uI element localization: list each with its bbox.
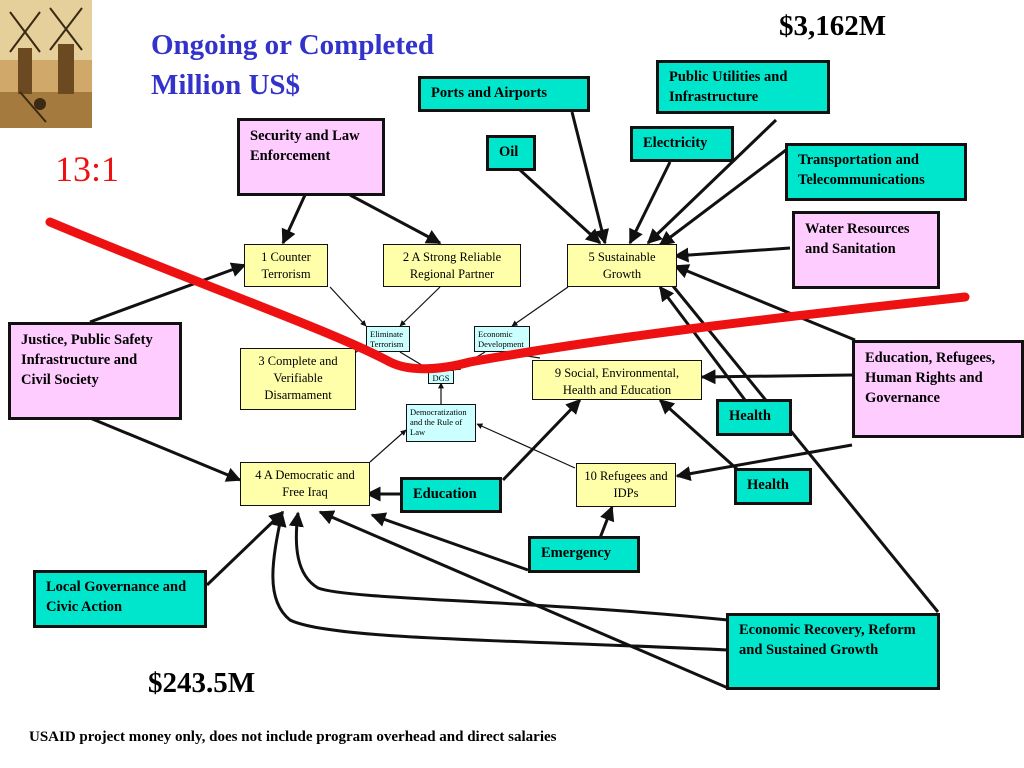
education-box: Education — [400, 477, 502, 513]
arrow-ports-to-obj5 — [570, 111, 609, 245]
arrow-education-to-obj9 — [501, 398, 582, 482]
security-law-enforcement-box: Security and Law Enforcement — [237, 118, 385, 196]
transportation-telecom-box: Transportation and Telecommunications — [785, 143, 967, 201]
arrow-eduref-to-obj5 — [673, 264, 856, 342]
arrow-transport-to-obj5 — [658, 148, 787, 247]
oil-box: Oil — [486, 135, 536, 171]
windmill-painting-icon — [0, 0, 92, 128]
arrow-security-to-obj2 — [349, 193, 442, 245]
education-refugees-box: Education, Refugees, Human Rights and Go… — [852, 340, 1024, 438]
eliminate-terrorism-box: Eliminate Terrorism — [366, 326, 410, 352]
justice-civil-society-box: Justice, Public Safety Infrastructure an… — [8, 322, 182, 420]
arrow-health1-to-obj5 — [658, 285, 747, 401]
objective-2-box: 2 A Strong Reliable Regional Partner — [383, 244, 521, 287]
arrow-obj4-to-democ — [369, 429, 407, 463]
arrow-econ-to-obj4 — [318, 510, 729, 690]
arrow-eduref-to-obj9 — [700, 369, 853, 385]
arrow-obj10-to-democ — [476, 423, 576, 469]
water-sanitation-box: Water Resources and Sanitation — [792, 211, 940, 289]
arrow-obj2-to-eliminate — [399, 286, 441, 327]
page-title: Ongoing or Completed Million US$ — [151, 25, 434, 105]
objective-3-box: 3 Complete and Verifiable Disarmament — [240, 348, 356, 410]
arrow-obj5-to-econdev — [511, 286, 569, 327]
total-top-label: $3,162M — [779, 10, 887, 42]
electricity-box: Electricity — [630, 126, 734, 162]
arrow-security-to-obj1 — [281, 194, 307, 245]
economic-recovery-box: Economic Recovery, Reform and Sustained … — [726, 613, 940, 690]
local-governance-box: Local Governance and Civic Action — [33, 570, 207, 628]
curved-arrow-econ-outer — [271, 511, 729, 652]
health-box-2: Health — [734, 468, 812, 505]
objective-1-box: 1 Counter Terrorism — [244, 244, 328, 287]
health-box-1: Health — [716, 399, 792, 436]
arrow-localgov-to-obj4 — [205, 510, 285, 587]
arrow-oil-to-obj5 — [518, 168, 602, 245]
public-utilities-box: Public Utilities and Infrastructure — [656, 60, 830, 114]
arrow-emergency-to-obj10 — [598, 505, 615, 539]
emergency-box: Emergency — [528, 536, 640, 573]
arrow-eduref-to-obj10 — [675, 443, 853, 482]
arrow-electricity-to-obj5 — [628, 161, 672, 245]
total-bottom-label: $243.5M — [148, 667, 256, 699]
economic-development-box: Economic Development — [474, 326, 530, 352]
arrow-justice-to-obj4 — [89, 416, 242, 482]
arrow-water-to-obj5 — [673, 246, 791, 263]
objective-5-box: 5 Sustainable Growth — [567, 244, 677, 287]
title-line-1: Ongoing or Completed — [151, 29, 435, 61]
arrow-health2-to-obj9 — [658, 398, 740, 472]
arrow-utilities-to-obj5 — [646, 118, 778, 245]
objective-4-box: 4 A Democratic and Free Iraq — [240, 462, 370, 506]
objective-10-box: 10 Refugees and IDPs — [576, 463, 676, 507]
arrow-justice-to-obj1 — [89, 262, 247, 324]
arrow-emergency-to-obj4 — [370, 512, 529, 572]
curved-arrow-econ-inner — [288, 511, 729, 622]
footnote: USAID project money only, does not inclu… — [29, 729, 557, 745]
ratio-label: 13:1 — [55, 149, 120, 189]
democratization-box: Democratization and the Rule of Law — [406, 404, 476, 442]
title-line-2: Million US$ — [151, 69, 301, 101]
ports-airports-box: Ports and Airports — [418, 76, 590, 112]
arrow-obj1-to-eliminate — [329, 286, 367, 327]
objective-9-box: 9 Social, Environmental, Health and Educ… — [532, 360, 702, 400]
